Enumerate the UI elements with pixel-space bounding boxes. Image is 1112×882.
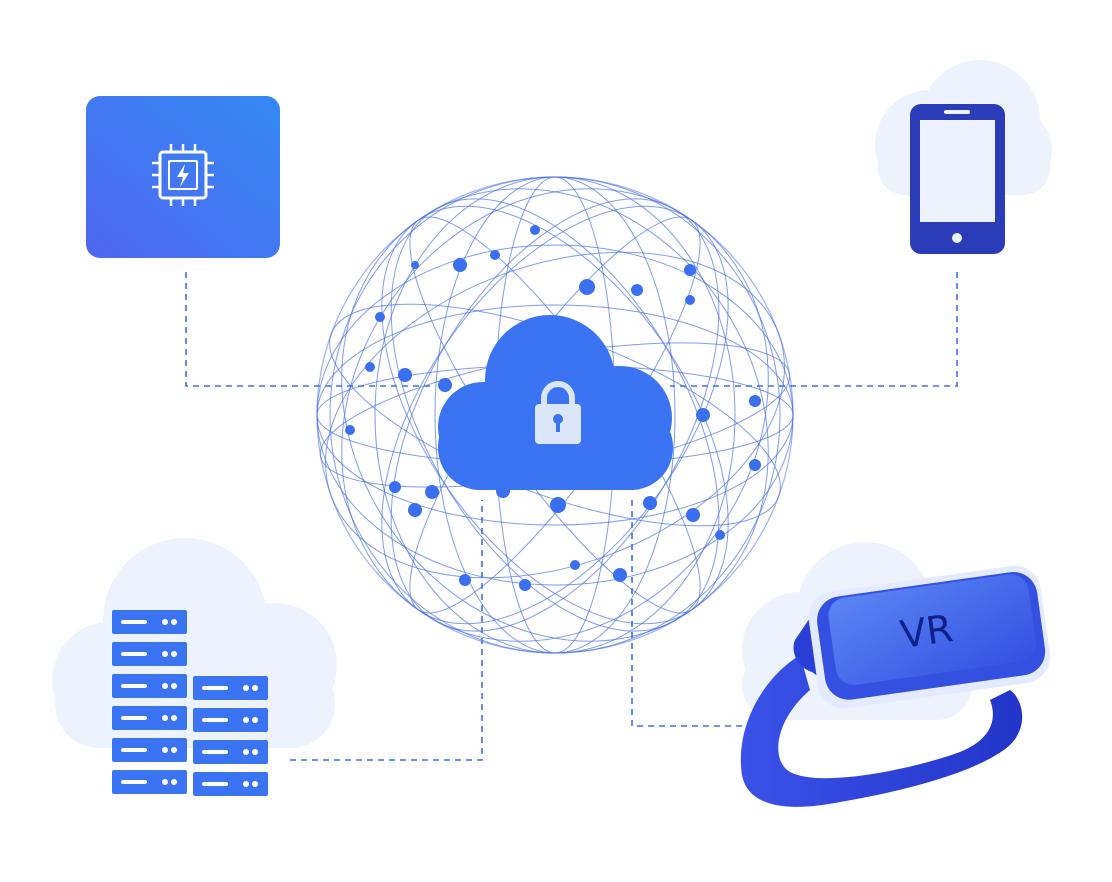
server-unit [112, 610, 187, 634]
connector-vr [631, 500, 768, 727]
server-unit [112, 770, 187, 794]
smartphone-icon [910, 104, 1005, 254]
server-unit [112, 738, 187, 762]
server-unit [193, 740, 268, 764]
connector-phone [670, 272, 958, 387]
vr-strap [740, 655, 1023, 807]
connector-chip [185, 272, 430, 387]
vr-front-panel [828, 574, 1037, 685]
processor-chip-icon [152, 144, 214, 206]
processor-chip-card [86, 96, 280, 258]
server-unit [193, 676, 268, 700]
server-unit [112, 674, 187, 698]
server-unit [112, 706, 187, 730]
vr-label: VR [897, 606, 955, 657]
vr-headset-icon: VR [740, 565, 1050, 807]
server-unit [193, 772, 268, 796]
server-rack-right [193, 676, 268, 796]
server-unit [112, 642, 187, 666]
padlock-icon [535, 381, 581, 444]
server-rack-icon [112, 610, 268, 796]
server-rack-left [112, 610, 187, 794]
cloud-icon [438, 315, 673, 490]
server-unit [193, 708, 268, 732]
